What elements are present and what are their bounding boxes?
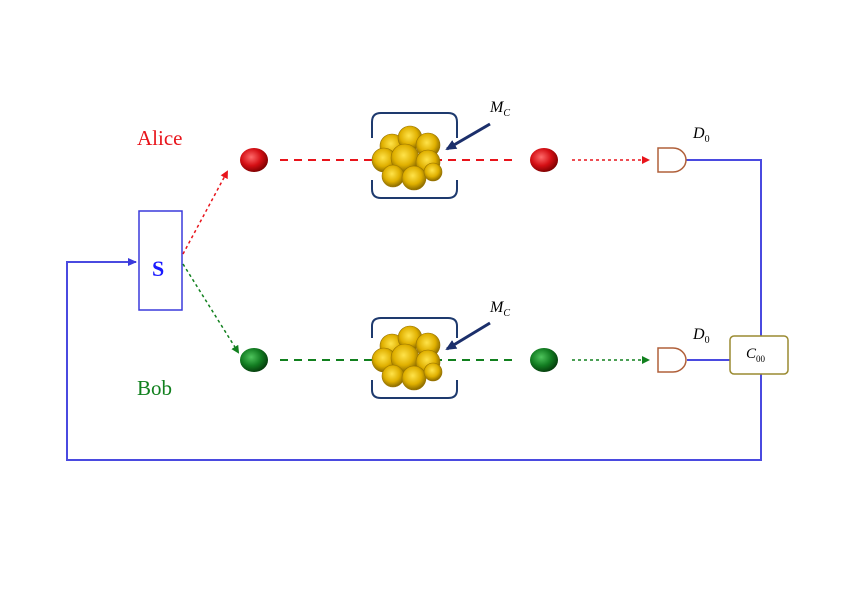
detector-d-icon xyxy=(657,347,687,373)
feedback-wire xyxy=(66,159,762,461)
mc-var: M xyxy=(490,299,504,316)
medium-top xyxy=(371,112,458,199)
alice-particle-after xyxy=(530,148,558,172)
mc-sub: C xyxy=(503,108,510,120)
d-sub: 0 xyxy=(704,134,710,146)
mc-sub: C xyxy=(503,308,510,320)
bob-emission-arrow xyxy=(182,263,240,354)
mc-pointer-arrow-top xyxy=(445,122,491,151)
alice-emission-arrow xyxy=(182,170,228,255)
coincidence-label: C00 xyxy=(746,347,765,364)
bob-particle-before xyxy=(240,348,268,372)
cloud-medium-icon xyxy=(371,325,443,391)
mc-var: M xyxy=(490,99,504,116)
detector-label-top: D0 xyxy=(693,126,710,145)
alice-particle-before xyxy=(240,148,268,172)
cloud-medium-icon xyxy=(371,125,443,191)
detector-label-bottom: D0 xyxy=(693,327,710,346)
coincidence-box xyxy=(729,335,789,375)
source-label: S xyxy=(152,256,165,281)
d-sub: 0 xyxy=(704,335,710,347)
d-var: D xyxy=(693,326,705,343)
c-sub: 00 xyxy=(756,354,766,364)
mc-pointer-arrow-bottom xyxy=(445,321,491,351)
alice-label: Alice xyxy=(137,126,183,150)
detector-d-icon xyxy=(657,147,687,173)
mc-label-bottom: MC xyxy=(490,300,510,319)
mc-label-top: MC xyxy=(490,100,510,119)
source-box xyxy=(138,210,183,311)
bob-particle-after xyxy=(530,348,558,372)
medium-bottom xyxy=(371,317,458,399)
d-var: D xyxy=(693,125,705,142)
c-var: C xyxy=(746,346,757,362)
bob-label: Bob xyxy=(137,376,173,400)
